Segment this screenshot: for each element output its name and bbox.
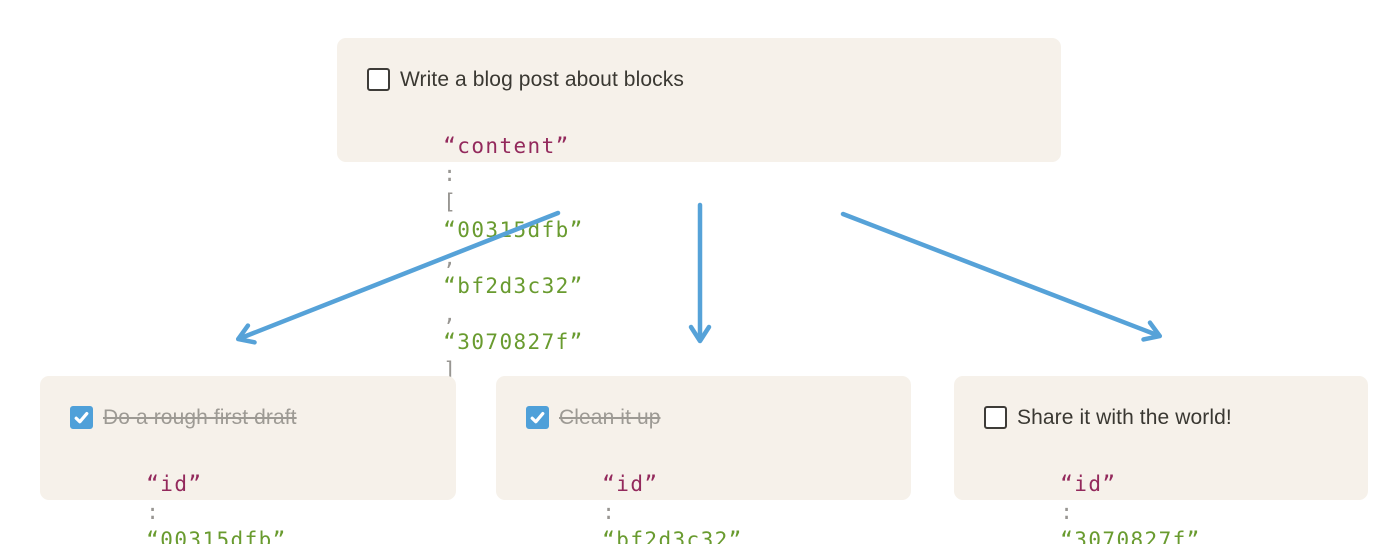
code-comma: , [443, 246, 472, 270]
todo-row: Do a rough first draft [70, 406, 436, 429]
todo-label: Write a blog post about blocks [400, 68, 684, 91]
checkmark-icon [530, 412, 545, 424]
todo-row: Write a blog post about blocks [367, 68, 1041, 91]
code-id-value: “00315dfb” [146, 528, 287, 544]
code-id-line: “id” : “3070827f” [976, 442, 1348, 544]
code-id-value: “bf2d3c32” [602, 528, 743, 544]
checkmark-icon [74, 412, 89, 424]
code-key: “id” [602, 472, 659, 496]
code-colon: : [443, 162, 472, 186]
parent-todo-card: Write a blog post about blocks “content”… [337, 38, 1061, 382]
code-comma: , [443, 302, 472, 326]
todo-checkbox[interactable] [367, 68, 390, 91]
code-id-value: “3070827f” [443, 330, 584, 354]
todo-row: Clean it up [526, 406, 891, 429]
code-content-line: “content” : [ “00315dfb” , “bf2d3c32” , … [359, 104, 1041, 412]
todo-label: Do a rough first draft [103, 406, 297, 429]
code-id-value: “00315dfb” [443, 218, 584, 242]
child-todo-card-3: Share it with the world! “id” : “3070827… [954, 376, 1368, 544]
todo-label: Share it with the world! [1017, 406, 1232, 429]
code-key: “content” [443, 134, 570, 158]
code-id-line: “id” : “bf2d3c32” [518, 442, 891, 544]
todo-checkbox[interactable] [526, 406, 549, 429]
todo-checkbox[interactable] [70, 406, 93, 429]
todo-row: Share it with the world! [984, 406, 1348, 429]
code-colon: : [146, 500, 175, 524]
todo-checkbox[interactable] [984, 406, 1007, 429]
code-key: “id” [1060, 472, 1117, 496]
child-todo-card-2: Clean it up “id” : “bf2d3c32” [496, 376, 911, 544]
code-id-line: “id” : “00315dfb” [62, 442, 436, 544]
code-bracket-open: [ [443, 190, 458, 214]
code-id-value: “bf2d3c32” [443, 274, 584, 298]
code-key: “id” [146, 472, 203, 496]
code-id-value: “3070827f” [1060, 528, 1201, 544]
code-colon: : [1060, 500, 1089, 524]
child-todo-card-1: Do a rough first draft “id” : “00315dfb” [40, 376, 456, 544]
code-colon: : [602, 500, 631, 524]
todo-label: Clean it up [559, 406, 661, 429]
